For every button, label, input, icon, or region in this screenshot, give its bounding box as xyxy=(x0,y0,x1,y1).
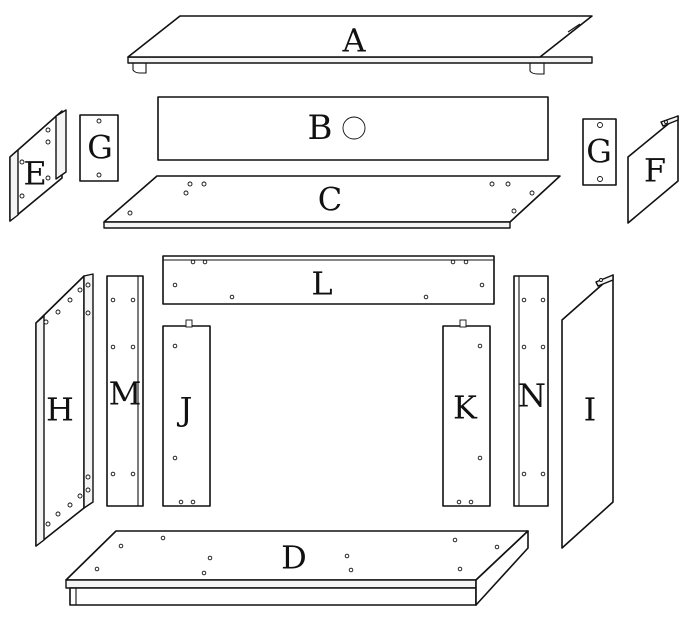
part-b-back-panel: B xyxy=(157,96,549,161)
label-a: A xyxy=(341,22,366,60)
label-f: F xyxy=(644,152,666,190)
part-i-right-side-panel: I xyxy=(561,274,614,549)
label-b: B xyxy=(308,108,333,148)
label-i: I xyxy=(584,391,597,429)
part-j-leg: J xyxy=(162,319,211,507)
label-d: D xyxy=(281,539,307,577)
part-c-shelf: C xyxy=(103,175,561,229)
label-j: J xyxy=(177,391,193,429)
label-c: C xyxy=(318,181,342,219)
label-l: L xyxy=(311,265,332,303)
label-g-left: G xyxy=(87,129,113,167)
label-g-right: G xyxy=(586,133,612,171)
part-h-left-side-panel: H xyxy=(35,273,94,547)
label-n: N xyxy=(518,377,546,415)
part-k-leg: K xyxy=(442,319,491,507)
part-l-rail: L xyxy=(162,255,495,305)
part-g-right-bracket: G xyxy=(582,118,617,186)
label-k: K xyxy=(453,389,478,427)
part-e-side-piece: E xyxy=(9,109,67,222)
part-a-top-panel: A xyxy=(127,15,593,75)
part-f-side-piece: F xyxy=(627,115,679,224)
part-m-divider: M xyxy=(106,275,144,507)
part-n-divider: N xyxy=(513,275,549,507)
label-m: M xyxy=(109,375,142,413)
label-h: H xyxy=(46,391,74,429)
part-g-left-bracket: G xyxy=(79,114,119,182)
label-e: E xyxy=(23,155,46,193)
part-d-bottom-panel: D xyxy=(65,530,529,606)
